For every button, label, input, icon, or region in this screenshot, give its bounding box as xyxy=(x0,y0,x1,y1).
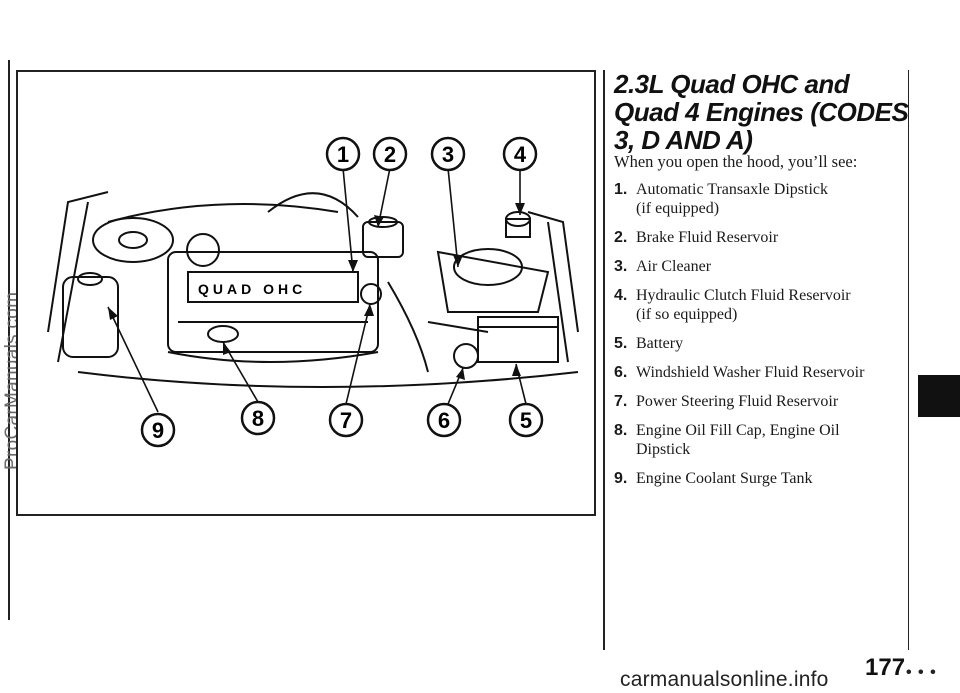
watermark-bottom: carmanualsonline.info xyxy=(620,668,829,691)
section-tab-marker xyxy=(918,375,960,417)
engine-figure: QUAD OHC 1 xyxy=(16,70,596,516)
callout-5: 5 xyxy=(520,408,532,433)
engine-illustration: QUAD OHC 1 xyxy=(47,136,579,448)
callouts-top: 1 2 3 4 xyxy=(325,136,538,172)
callout-7: 7 xyxy=(340,408,352,433)
list-item: 6.Windshield Washer Fluid Reservoir xyxy=(614,364,865,381)
list-item: 4.Hydraulic Clutch Fluid Reservoir(if so… xyxy=(614,287,851,323)
callouts-bottom: 9 8 7 6 5 xyxy=(140,400,544,448)
section-title: 2.3L Quad OHC and Quad 4 Engines (CODES … xyxy=(614,69,909,155)
callout-1: 1 xyxy=(337,142,349,167)
callout-4: 4 xyxy=(514,142,527,167)
column-divider xyxy=(603,70,605,650)
left-margin-rule xyxy=(8,60,10,620)
page-dots: • • • xyxy=(906,664,937,681)
list-item: 1.Automatic Transaxle Dipstick(if equipp… xyxy=(614,181,828,217)
list-item: 7.Power Steering Fluid Reservoir xyxy=(614,393,839,410)
callout-3: 3 xyxy=(442,142,454,167)
callout-2: 2 xyxy=(384,142,396,167)
list-item: 3.Air Cleaner xyxy=(614,258,712,275)
callout-9: 9 xyxy=(152,418,164,443)
component-list: 1.Automatic Transaxle Dipstick(if equipp… xyxy=(614,180,914,498)
callout-8: 8 xyxy=(252,406,264,431)
list-item: 9.Engine Coolant Surge Tank xyxy=(614,470,813,487)
intro-text: When you open the hood, you’ll see: xyxy=(614,152,858,171)
engine-cover-label: QUAD OHC xyxy=(198,281,306,297)
list-item: 2.Brake Fluid Reservoir xyxy=(614,229,779,246)
list-item: 5.Battery xyxy=(614,335,684,352)
callout-6: 6 xyxy=(438,408,450,433)
page-number: 177 xyxy=(865,654,906,681)
right-margin-rule xyxy=(908,70,909,650)
